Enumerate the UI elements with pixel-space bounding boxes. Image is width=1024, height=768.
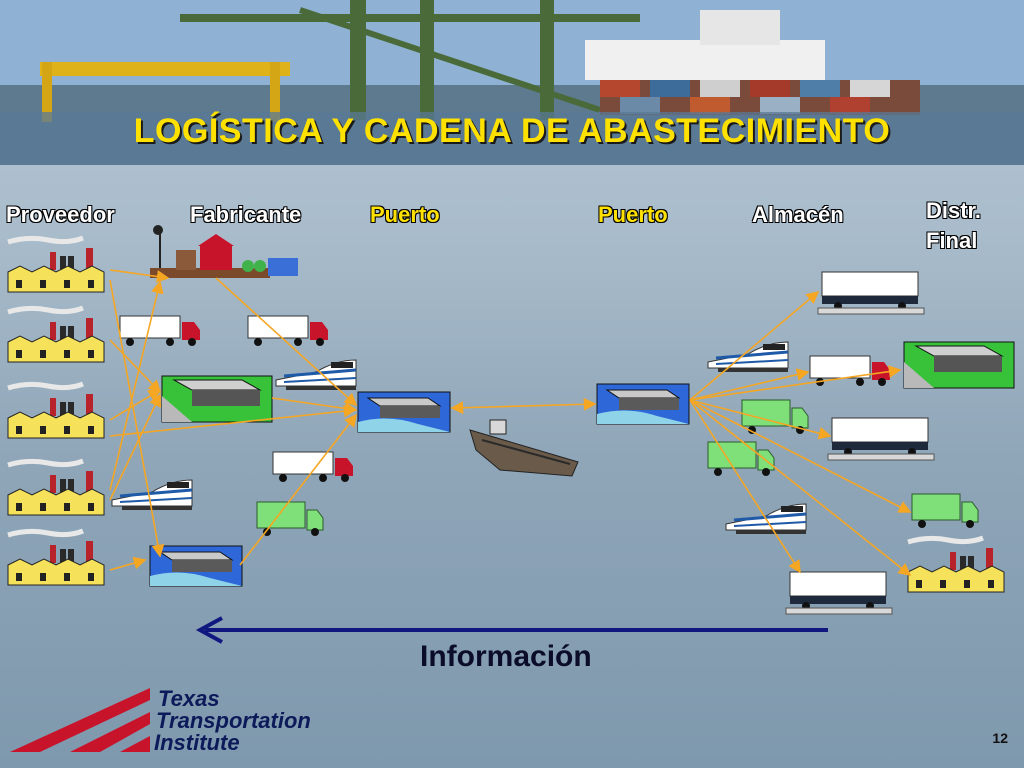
- ship-icon: [469, 419, 579, 477]
- port-icon-origin: [357, 391, 451, 433]
- header-puerto-origen: Puerto: [370, 202, 440, 227]
- truck-icon-1: [119, 315, 201, 347]
- train-icon-2: [110, 478, 194, 512]
- train-icon-3: [706, 340, 790, 374]
- semi-truck-icon-3: [785, 571, 893, 615]
- supplier-factory-5: [8, 531, 104, 585]
- supplier-factory-1: [8, 238, 104, 292]
- supplier-factory-4: [8, 461, 104, 515]
- flow-arrows: [109, 269, 912, 576]
- header-distr-line2: Final: [926, 228, 978, 253]
- information-label: Información: [420, 640, 592, 673]
- logo-line-3: Institute: [154, 730, 240, 755]
- manufacturer-icon: [150, 225, 298, 278]
- header-distribucion-final: Distr. Final: [926, 196, 981, 256]
- warehouse-icon-2: [903, 341, 1015, 389]
- semi-truck-icon-2: [827, 417, 935, 461]
- semi-truck-icon-1: [817, 271, 925, 315]
- header-almacen: Almacén: [752, 202, 844, 227]
- supplier-factory-2: [8, 308, 104, 362]
- truck-icon-2: [247, 315, 329, 347]
- header-distr-line1: Distr.: [926, 198, 982, 223]
- header-proveedor: Proveedor: [6, 202, 115, 227]
- page-number: 12: [992, 730, 1008, 746]
- logo-line-1: Texas: [158, 686, 220, 711]
- logo-line-2: Transportation: [156, 708, 311, 733]
- truck-icon-3: [272, 451, 354, 483]
- green-truck-icon-4: [911, 493, 979, 529]
- green-truck-icon-2: [741, 399, 809, 435]
- tti-logo-graphic: [10, 688, 150, 752]
- port-icon-small: [149, 545, 243, 587]
- header-fabricante: Fabricante: [190, 202, 302, 227]
- supplier-factory-3: [8, 384, 104, 438]
- information-arrow: [195, 616, 828, 644]
- warehouse-icon-1: [161, 375, 273, 423]
- header-puerto-destino: Puerto: [598, 202, 668, 227]
- port-banner-image: [0, 0, 1024, 165]
- port-icon-destination: [596, 383, 690, 425]
- final-factory-icon: [908, 538, 1004, 592]
- page-title: LOGÍSTICA Y CADENA DE ABASTECIMIENTO: [133, 112, 891, 150]
- train-icon-1: [274, 358, 358, 392]
